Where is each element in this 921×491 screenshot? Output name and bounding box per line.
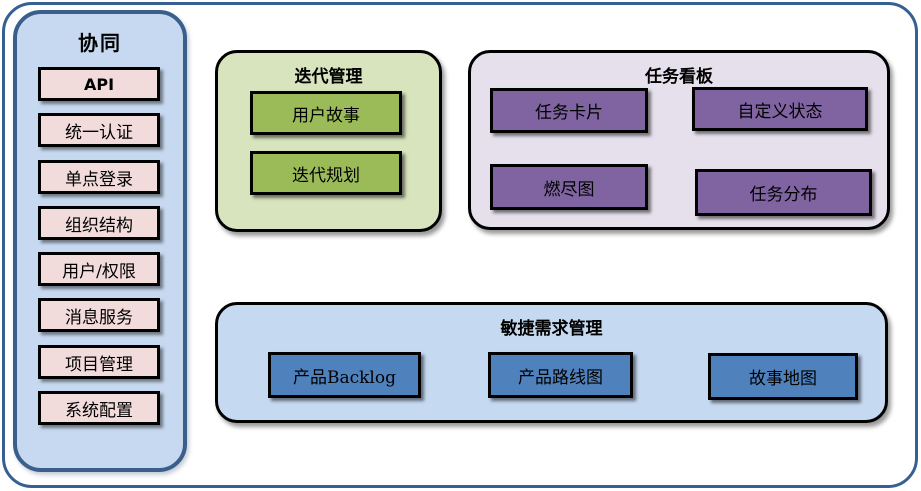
box-product-backlog: 产品Backlog	[268, 352, 421, 398]
collaboration-panel-title: 协同	[78, 31, 122, 55]
task-board-panel: 任务看板 任务卡片 自定义状态 燃尽图 任务分布	[468, 50, 890, 230]
sidebar-item-single-sign-on: 单点登录	[38, 160, 160, 194]
box-burndown-chart: 燃尽图	[490, 164, 648, 210]
box-user-story: 用户故事	[250, 91, 402, 135]
collaboration-panel: 协同 API 统一认证 单点登录 组织结构 用户/权限 消息服务 项目管理 系统…	[13, 10, 187, 472]
box-iteration-planning: 迭代规划	[250, 151, 402, 195]
sidebar-item-message-service: 消息服务	[38, 298, 160, 332]
box-product-roadmap: 产品路线图	[488, 352, 633, 398]
box-task-card: 任务卡片	[490, 88, 648, 133]
task-board-title: 任务看板	[645, 67, 713, 87]
sidebar-item-system-configuration: 系统配置	[38, 391, 160, 425]
box-story-map: 故事地图	[708, 353, 858, 400]
sidebar-item-user-permissions: 用户/权限	[38, 252, 160, 286]
box-custom-status: 自定义状态	[692, 87, 868, 131]
iteration-management-title: 迭代管理	[294, 67, 363, 87]
sidebar-item-project-management: 项目管理	[38, 345, 160, 379]
sidebar-item-organization-structure: 组织结构	[38, 206, 160, 240]
sidebar-item-unified-authentication: 统一认证	[38, 113, 160, 147]
agile-requirements-panel: 敏捷需求管理 产品Backlog 产品路线图 故事地图	[215, 302, 888, 423]
sidebar-item-api: API	[38, 67, 160, 101]
agile-requirements-title: 敏捷需求管理	[500, 319, 603, 339]
iteration-management-panel: 迭代管理 用户故事 迭代规划	[215, 50, 442, 232]
box-task-distribution: 任务分布	[695, 169, 872, 216]
